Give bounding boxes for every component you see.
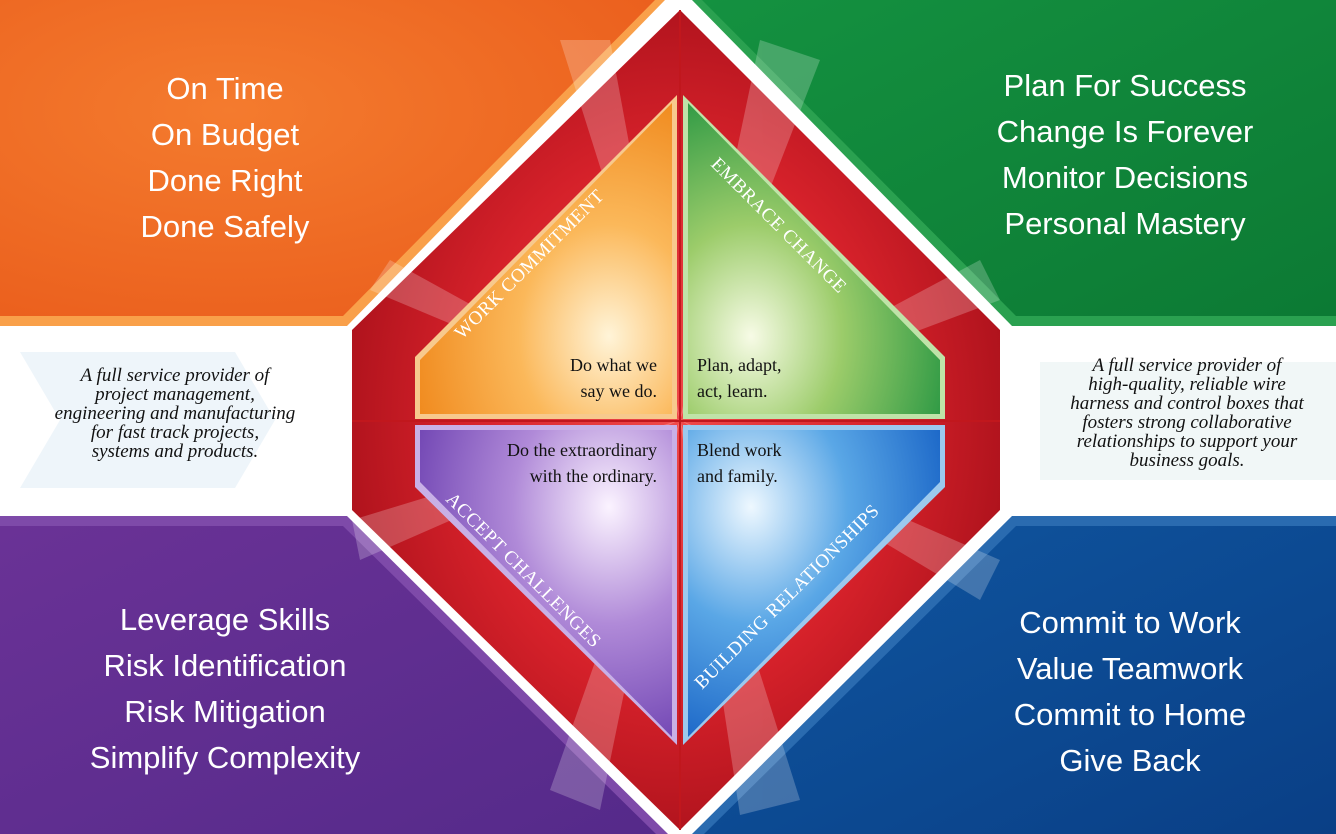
panel-line: Risk Mitigation: [124, 694, 326, 729]
panel-top-left-text: On Time On Budget Done Right Done Safely: [95, 66, 355, 250]
panel-line: Monitor Decisions: [1001, 160, 1249, 195]
tagline-line: Do what we: [570, 355, 657, 375]
side-line: high-quality, reliable wire: [1088, 374, 1286, 395]
orange-panel: [0, 0, 655, 316]
side-line: project management,: [95, 384, 255, 405]
tagline-line: say we do.: [580, 381, 657, 401]
panel-bottom-right-text: Commit to Work Value Teamwork Commit to …: [970, 600, 1290, 784]
panel-bottom-left-text: Leverage Skills Risk Identification Risk…: [55, 597, 395, 781]
side-line: harness and control boxes that: [1070, 393, 1304, 414]
tagline-line: act, learn.: [697, 381, 768, 401]
panel-line: Personal Mastery: [1004, 206, 1246, 241]
panel-line: Simplify Complexity: [89, 740, 361, 775]
tagline-accept-challenges: Do the extraordinary with the ordinary.: [440, 437, 657, 489]
tagline-building-relationships: Blend work and family.: [697, 437, 847, 489]
side-line: A full service provider of: [1092, 355, 1282, 376]
panel-line: Done Right: [147, 163, 303, 198]
tagline-line: with the ordinary.: [529, 466, 657, 486]
green-panel: [702, 0, 1336, 316]
side-line: relationships to support your: [1076, 431, 1298, 452]
panel-line: Risk Identification: [103, 648, 347, 683]
quadrant-work-commitment: [420, 103, 672, 414]
side-line: fosters strong collaborative: [1082, 412, 1292, 433]
panel-line: Commit to Work: [1019, 605, 1241, 640]
tagline-embrace-change: Plan, adapt, act, learn.: [697, 352, 847, 404]
panel-line: Done Safely: [140, 209, 310, 244]
quadrant-accept-challenges: [420, 430, 672, 737]
panel-line: On Budget: [150, 117, 300, 152]
side-line: business goals.: [1129, 450, 1245, 471]
panel-line: On Time: [166, 71, 284, 106]
panel-line: Give Back: [1059, 743, 1201, 778]
panel-line: Change Is Forever: [996, 114, 1254, 149]
panel-line: Value Teamwork: [1016, 651, 1244, 686]
right-side-text: A full service provider of high-quality,…: [1022, 356, 1336, 470]
right-watermark: [1040, 362, 1336, 480]
tagline-work-commitment: Do what we say we do.: [520, 352, 657, 404]
side-line: for fast track projects,: [90, 422, 260, 443]
tagline-line: Plan, adapt,: [697, 355, 782, 375]
tagline-line: Blend work: [697, 440, 782, 460]
tagline-line: Do the extraordinary: [507, 440, 657, 460]
purple-panel: [0, 526, 656, 834]
side-line: systems and products.: [91, 441, 259, 462]
left-side-text: A full service provider of project manag…: [10, 366, 340, 461]
panel-line: Plan For Success: [1003, 68, 1247, 103]
panel-line: Leverage Skills: [119, 602, 331, 637]
left-chevron-watermark: [20, 352, 275, 488]
blue-panel: [704, 526, 1336, 834]
quadrant-building-relationships: [688, 430, 940, 737]
side-line: A full service provider of: [80, 365, 270, 386]
side-line: engineering and manufacturing: [54, 403, 296, 424]
tagline-line: and family.: [697, 466, 778, 486]
panel-line: Commit to Home: [1013, 697, 1247, 732]
panel-top-right-text: Plan For Success Change Is Forever Monit…: [960, 63, 1290, 247]
quadrant-embrace-change: [688, 103, 940, 414]
